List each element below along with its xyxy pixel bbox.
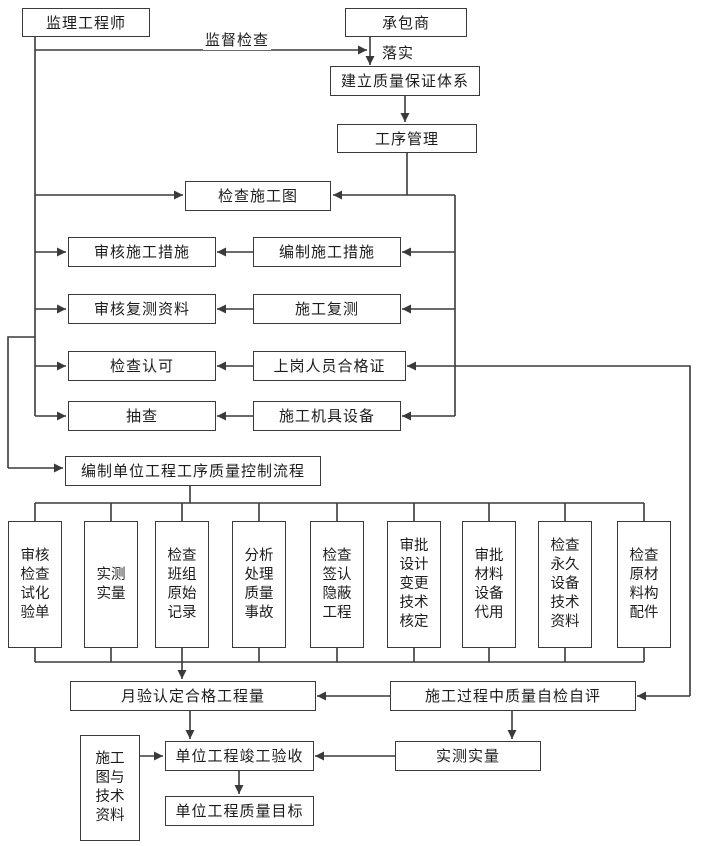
- node-review-measures: 审核施工措施: [68, 237, 216, 267]
- node-check-hidden-works: 检查 签认 隐蔽 工程: [310, 521, 364, 648]
- node-actual-measurement-1: 实测 实量: [84, 521, 138, 648]
- node-contractor: 承包商: [345, 8, 467, 37]
- node-check-permanent-equipment-docs: 检查 永久 设备 技术 资料: [538, 521, 592, 648]
- node-approve-design-changes: 审批 设计 变更 技术 核定: [387, 521, 441, 648]
- node-check-drawings: 检查施工图: [185, 181, 331, 211]
- node-quality-control-flow: 编制单位工程工序质量控制流程: [65, 456, 321, 486]
- node-prepare-measures: 编制施工措施: [253, 237, 401, 267]
- node-inspection-approval: 检查认可: [68, 351, 216, 381]
- connector-arrows: [8, 37, 690, 794]
- node-handle-quality-accidents: 分析 处理 质量 事故: [232, 521, 286, 648]
- edge-label-supervise-check: 监督检查: [203, 29, 272, 50]
- edge-label-implement: 落实: [380, 42, 417, 63]
- node-qa-system: 建立质量保证体系: [330, 66, 480, 96]
- node-drawings-technical-data: 施工 图与 技术 资料: [80, 735, 140, 841]
- node-actual-measurement-2: 实测实量: [395, 741, 541, 771]
- node-monthly-verification: 月验认定合格工程量: [70, 681, 316, 711]
- node-supervision-engineer: 监理工程师: [22, 8, 150, 37]
- node-construction-resurvey: 施工复测: [253, 294, 401, 324]
- node-self-inspection: 施工过程中质量自检自评: [390, 681, 636, 711]
- node-personnel-certificates: 上岗人员合格证: [253, 351, 406, 381]
- node-review-test-sheets: 审核 检查 试化 验单: [8, 521, 62, 648]
- node-machinery-equipment: 施工机具设备: [253, 401, 401, 431]
- node-quality-target: 单位工程质量目标: [165, 796, 314, 826]
- node-review-resurvey-data: 审核复测资料: [68, 294, 216, 324]
- node-completion-acceptance: 单位工程竣工验收: [165, 741, 314, 771]
- connector-trunks: [7, 37, 691, 696]
- node-process-management: 工序管理: [337, 124, 477, 153]
- node-check-raw-materials: 检查 原材 料构 配件: [617, 521, 671, 648]
- node-approve-material-substitution: 审批 材料 设备 代用: [462, 521, 516, 648]
- node-check-crew-records: 检查 班组 原始 记录: [155, 521, 209, 648]
- node-spot-check: 抽查: [68, 401, 216, 431]
